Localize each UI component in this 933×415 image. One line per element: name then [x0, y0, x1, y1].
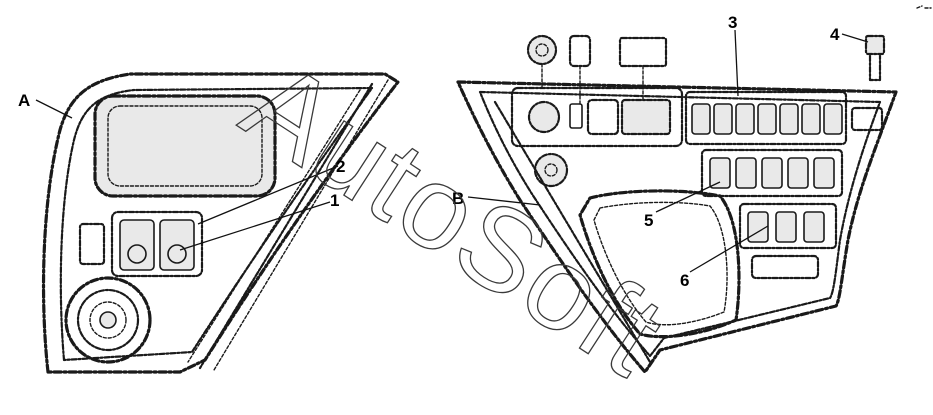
leader-1	[179, 201, 331, 251]
switch-3-1	[691, 103, 711, 135]
speaker-outer	[64, 276, 152, 364]
side-slot	[78, 222, 106, 266]
switch-6-2	[775, 211, 797, 243]
switch-3-5	[779, 103, 799, 135]
storage-pocket	[578, 189, 741, 339]
right-panel-outline	[456, 80, 898, 374]
leader-5	[655, 181, 721, 213]
switch-group-3	[691, 103, 843, 135]
display-screen-cutout	[93, 94, 277, 198]
switch-3-2	[713, 103, 733, 135]
callout-5: 5	[644, 211, 653, 230]
left-panel	[41, 72, 400, 374]
leader-lines	[35, 29, 869, 273]
lower-slot	[750, 254, 820, 280]
switch-5-4	[787, 157, 809, 189]
callout-1: 1	[330, 191, 339, 210]
floating-knob	[526, 34, 558, 66]
small-component-stem	[868, 54, 882, 82]
rocker-switch-block	[110, 210, 204, 278]
switch-3-6	[801, 103, 821, 135]
small-component	[864, 34, 886, 82]
leader-a	[35, 99, 73, 119]
callout-a: A	[18, 91, 30, 110]
side-button	[850, 106, 884, 132]
switch-5-3	[761, 157, 783, 189]
right-panel-inner-outline	[478, 90, 882, 358]
callout-6: 6	[680, 271, 689, 290]
switch-5-5	[813, 157, 835, 189]
speaker-grille	[64, 276, 152, 364]
switch-6-1	[747, 211, 769, 243]
lower-knob-center	[544, 163, 558, 177]
small-gauge-box	[586, 98, 620, 136]
floating-key-switch	[568, 34, 592, 68]
speaker-center	[99, 311, 117, 329]
switch-group-6-frame	[738, 202, 838, 250]
left-panel-diagonal-edge-2	[213, 79, 389, 371]
right-panel-lower-edge	[493, 100, 652, 364]
switch-left-knob	[127, 244, 147, 264]
callout-4: 4	[830, 25, 840, 44]
left-panel-diagonal-edge-1	[198, 82, 374, 370]
speaker-inner	[89, 301, 127, 339]
corner-mark	[916, 5, 932, 9]
leader-2	[197, 165, 339, 225]
switch-group-5-frame	[700, 148, 844, 198]
leader-3	[734, 29, 739, 97]
switch-3-3	[735, 103, 755, 135]
leader-4	[841, 33, 869, 43]
callout-3: 3	[728, 13, 737, 32]
switch-group-5	[709, 157, 835, 189]
switch-right-knob	[167, 244, 187, 264]
left-panel-diagonal-edge-3	[187, 89, 361, 363]
callout-2: 2	[336, 157, 345, 176]
left-panel-outline	[41, 72, 400, 374]
switch-3-7	[823, 103, 843, 135]
display-screen-inner	[107, 105, 263, 187]
switch-block-frame	[110, 210, 204, 278]
switch-6-3	[803, 211, 825, 243]
floating-parts-leaders	[541, 63, 644, 105]
speaker-mid	[76, 288, 140, 352]
switch-group-3-frame	[684, 90, 848, 146]
floating-knob-center	[535, 43, 549, 57]
round-gauge	[527, 100, 561, 134]
key-slot	[569, 103, 583, 129]
display-box	[620, 98, 672, 136]
switch-3-4	[757, 103, 777, 135]
leader-b	[467, 196, 541, 206]
lower-knob	[533, 152, 569, 188]
callout-b: B	[452, 189, 464, 208]
callout-labels: A B 1 2 3 4 5 6	[18, 13, 840, 290]
small-component-body	[864, 34, 886, 56]
switch-5-2	[735, 157, 757, 189]
switch-5-1	[709, 157, 731, 189]
upper-cluster-housing	[510, 86, 684, 148]
switch-group-6	[747, 211, 825, 243]
floating-display	[618, 36, 668, 68]
watermark: AutoSoft	[222, 36, 687, 402]
leader-6	[689, 225, 769, 273]
